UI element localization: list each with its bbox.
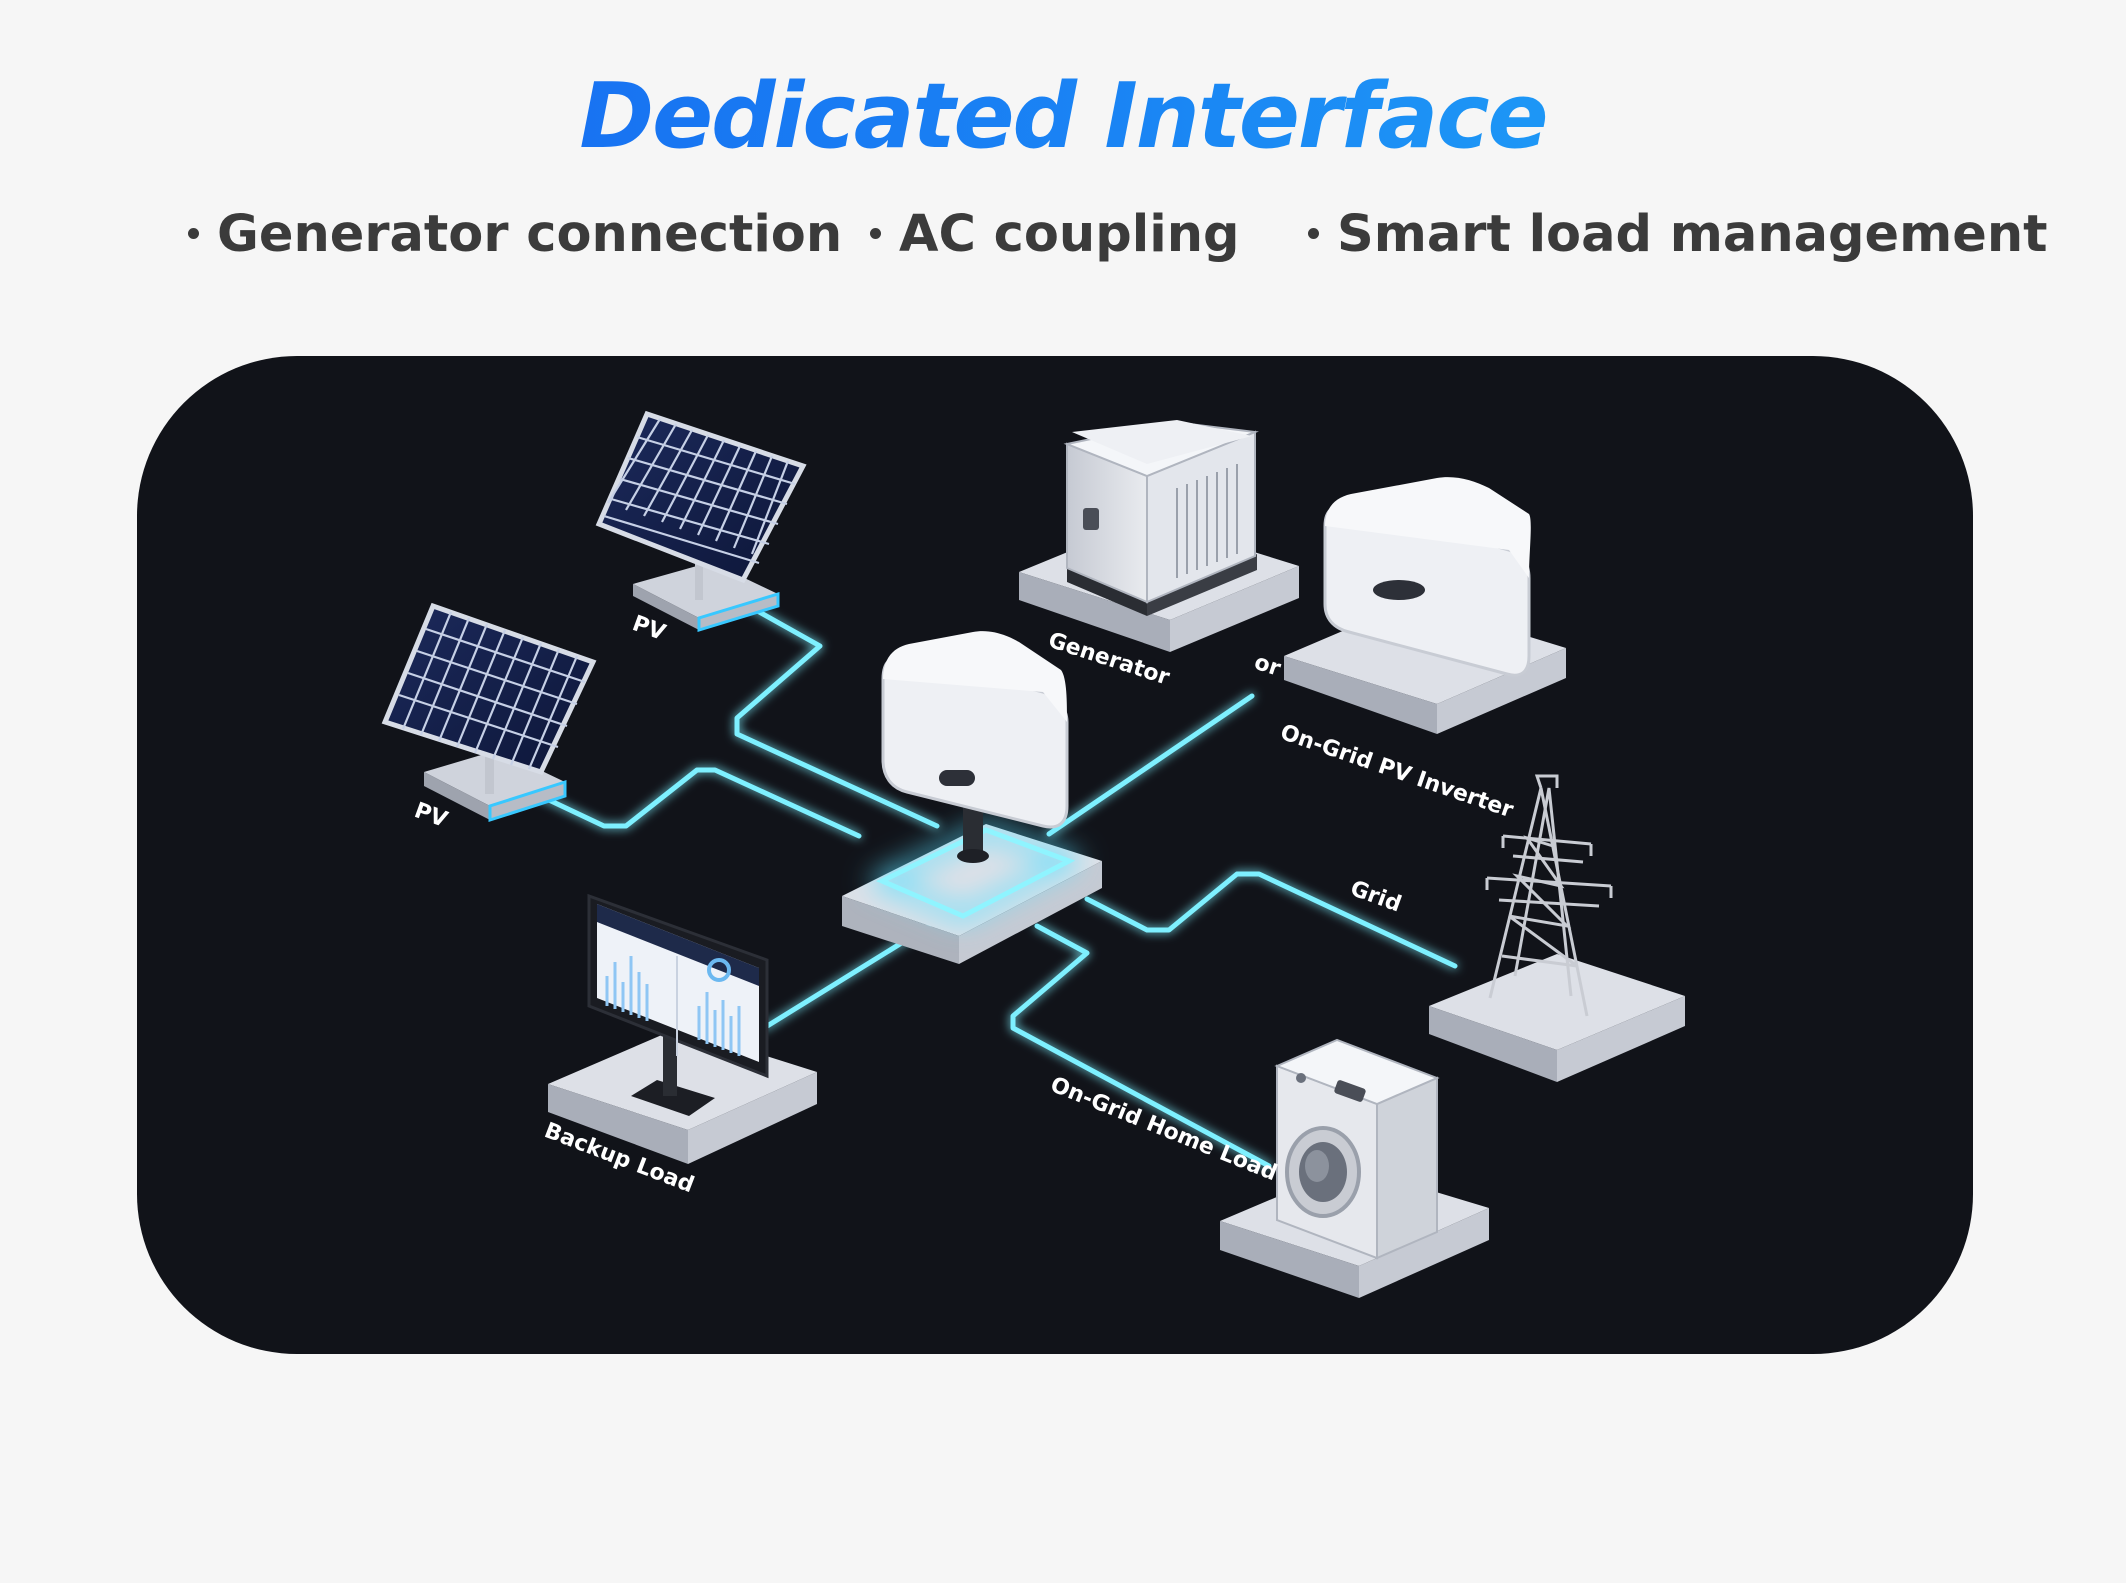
bullet-icon — [188, 227, 199, 239]
feature-smart-load-management: Smart load management — [1308, 200, 2048, 270]
feature-ac-coupling: AC coupling — [870, 200, 1240, 270]
hybrid-inverter-icon — [842, 631, 1102, 964]
line-pv-left — [529, 767, 862, 839]
label-grid: Grid — [1347, 876, 1405, 917]
label-pv-left: PV — [411, 798, 451, 833]
label-or: or — [1251, 650, 1284, 682]
diagram-panel: PV PV Generator or On-Grid PV Inverter G… — [137, 356, 1973, 1354]
power-tower-icon — [1429, 774, 1685, 1082]
bullet-icon — [1308, 227, 1319, 239]
monitor-icon — [548, 893, 817, 1164]
inverter-icon — [1284, 477, 1566, 734]
page-title: Dedicated Interface — [0, 62, 2126, 172]
generator-icon — [1019, 420, 1299, 652]
washing-machine-icon — [1220, 1038, 1489, 1298]
solar-panel-icon — [595, 410, 807, 633]
bullet-icon — [870, 227, 881, 239]
label-home-load: On-Grid Home Load — [1047, 1072, 1281, 1186]
label-ongrid-inverter: On-Grid PV Inverter — [1277, 720, 1516, 823]
label-pv-top: PV — [629, 611, 669, 646]
feature-label: Smart load management — [1337, 205, 2048, 264]
line-generator-inverter — [1046, 693, 1255, 837]
feature-label: AC coupling — [899, 205, 1240, 264]
system-diagram: PV PV Generator or On-Grid PV Inverter G… — [381, 410, 1685, 1298]
line-pv-top — [734, 601, 940, 829]
line-home-load — [1010, 923, 1272, 1169]
solar-panel-icon — [381, 602, 597, 823]
line-grid — [1084, 871, 1458, 969]
feature-label: Generator connection — [217, 205, 843, 264]
feature-generator-connection: Generator connection — [188, 200, 842, 270]
